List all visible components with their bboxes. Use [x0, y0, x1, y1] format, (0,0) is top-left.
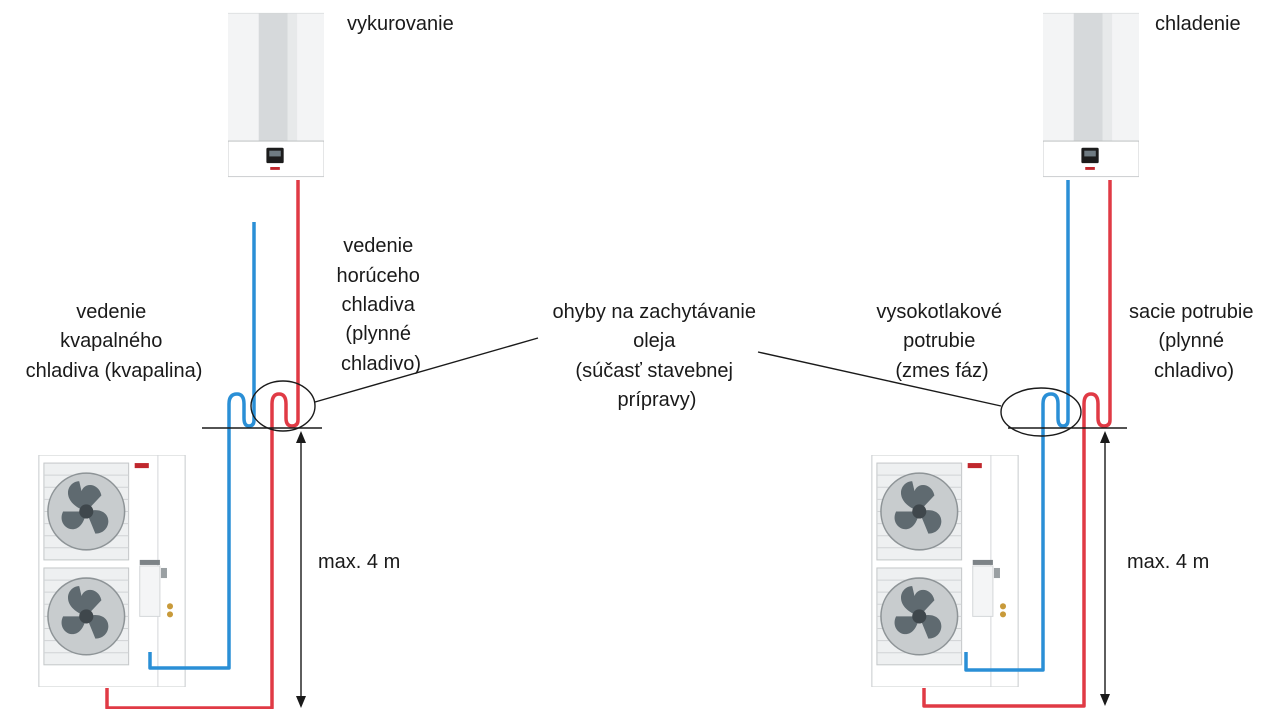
arrow-down-right-icon — [1100, 694, 1110, 706]
oil-trap-ellipse-right — [1000, 387, 1082, 437]
indoor-unit-left-icon — [228, 12, 324, 178]
label-oil-traps: ohyby na zachytávanie oleja (súčasť stav… — [552, 301, 761, 411]
indoor-unit-right-icon — [1043, 12, 1139, 178]
arrow-up-left-icon — [296, 431, 306, 443]
outdoor-unit-left-icon — [38, 455, 186, 687]
arrow-down-left-icon — [296, 696, 306, 708]
dimension-label-right: max. 4 m — [1127, 551, 1209, 573]
leader-line-right — [757, 351, 1002, 407]
hot-gas-line-left — [105, 180, 300, 709]
high-pressure-line-right — [964, 180, 1070, 672]
label-suction-line: sacie potrubie (plynné chladivo) — [1129, 301, 1259, 382]
label-high-pressure-line: vysokotlakové potrubie (zmes fáz) — [876, 301, 1007, 382]
arrow-up-right-icon — [1100, 431, 1110, 443]
oil-trap-ellipse-left — [250, 380, 316, 432]
right-system: chladenie vysokotlakové potrubie (zmes f… — [757, 12, 1259, 708]
title-cooling: chladenie — [1155, 13, 1241, 35]
dimension-label-left: max. 4 m — [318, 551, 400, 573]
title-heating: vykurovanie — [347, 13, 454, 35]
outdoor-unit-right-icon — [871, 455, 1019, 687]
label-hot-gas-line: vedenie horúceho chladiva (plynné chladi… — [337, 235, 426, 375]
leader-line-left — [314, 337, 539, 403]
left-system: vykurovanie vedenie horúceho chladiva (p… — [26, 12, 539, 709]
label-liquid-line: vedenie kvapalného chladiva (kvapalina) — [26, 301, 203, 382]
suction-line-right — [922, 180, 1112, 708]
liquid-line-left — [148, 222, 256, 670]
